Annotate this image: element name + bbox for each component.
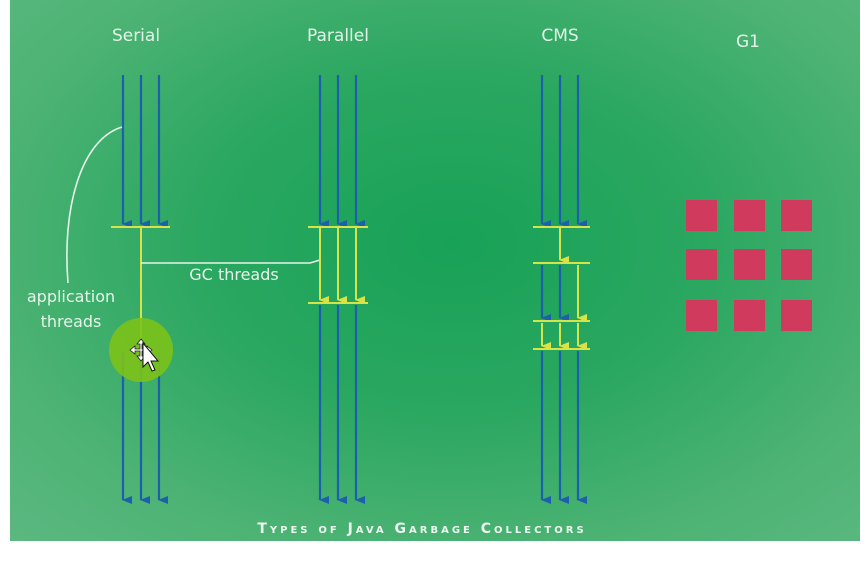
g1-region	[781, 249, 812, 280]
application-threads-label-line2: threads	[41, 312, 102, 331]
g1-region	[781, 200, 812, 231]
cms-collector	[533, 75, 590, 504]
parallel-collector	[308, 75, 368, 504]
parallel-title: Parallel	[307, 26, 369, 46]
g1-title: G1	[736, 32, 760, 52]
arrow-move-cursor-icon	[129, 338, 160, 372]
gc-threads-label: GC threads	[189, 265, 278, 284]
slide-footer-title: Types of Java Garbage Collectors	[257, 521, 586, 537]
g1-region	[734, 249, 765, 280]
g1-region	[686, 200, 717, 231]
slide-canvas: Serial Parallel CMS G1 application threa…	[10, 0, 860, 541]
g1-region	[686, 249, 717, 280]
gc-threads-callout-line	[141, 259, 321, 264]
g1-region	[734, 300, 765, 331]
cms-title: CMS	[541, 26, 578, 46]
g1-region	[734, 200, 765, 231]
g1-region-grid	[686, 200, 812, 331]
serial-title: Serial	[112, 26, 160, 46]
g1-region	[686, 300, 717, 331]
gc-diagram: Serial Parallel CMS G1 application threa…	[27, 26, 812, 537]
serial-collector	[111, 75, 170, 504]
application-threads-label-line1: application	[27, 287, 115, 306]
application-threads-callout-line	[66, 126, 123, 284]
g1-region	[781, 300, 812, 331]
